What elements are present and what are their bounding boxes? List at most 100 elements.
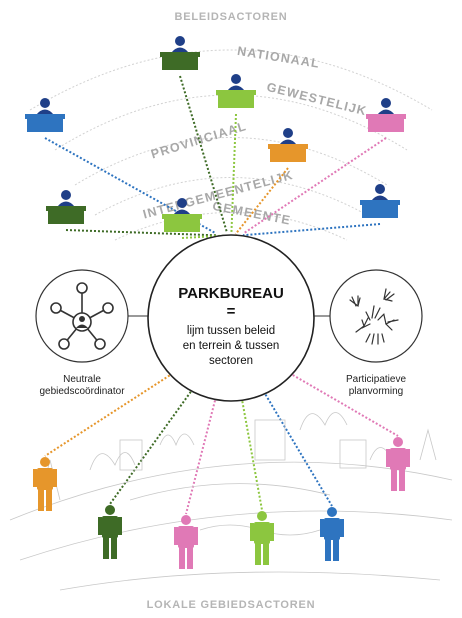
person-arm (386, 449, 390, 467)
actor-head (61, 190, 71, 200)
center-node: PARKBUREAU = lijm tussen beleid en terre… (147, 234, 315, 402)
desk-top (360, 200, 400, 205)
person-leg (255, 543, 261, 565)
person-arm (174, 527, 178, 545)
right-node-label-line2: planvorming (349, 386, 403, 397)
person-leg (179, 547, 185, 569)
person-leg (103, 537, 109, 559)
heading-policy-actors: BELEIDSACTOREN (174, 11, 287, 23)
person-leg (325, 539, 331, 561)
person-head (393, 437, 403, 447)
actor-body (371, 195, 389, 201)
person-leg (399, 469, 405, 491)
policy-actor (216, 74, 256, 108)
person-leg (38, 489, 44, 511)
actor-head (175, 36, 185, 46)
left-node: Neutrale gebiedscoördinator (35, 269, 148, 397)
arc-gewestelijk (54, 94, 408, 151)
desk-front (270, 149, 306, 162)
desk-top (162, 214, 202, 219)
left-node-label-line2: gebiedscoördinator (39, 386, 125, 397)
local-actor (174, 515, 198, 569)
right-node: Participatieve planvorming (314, 269, 423, 397)
desk-front (162, 57, 198, 70)
desk-top (268, 144, 308, 149)
park-sketch (9, 412, 453, 591)
policy-actor (268, 128, 308, 162)
person-torso (102, 516, 118, 538)
local-connection-line (292, 374, 399, 437)
actor-body (57, 201, 75, 207)
actor-head (381, 98, 391, 108)
heading-local-actors: LOKALE GEBIEDSACTOREN (147, 599, 316, 611)
person-leg (333, 539, 339, 561)
person-torso (390, 448, 406, 470)
local-connection-line (241, 401, 263, 511)
person-arm (98, 517, 102, 535)
person-leg (111, 537, 117, 559)
right-node-label-line1: Participatieve (346, 374, 406, 385)
desk-front (48, 211, 84, 224)
arc-provinciaal (74, 137, 388, 186)
local-actor (250, 511, 274, 565)
left-node-label-line1: Neutrale (63, 374, 101, 385)
person-head (40, 457, 50, 467)
arc-gemeente (114, 212, 348, 241)
person-arm (53, 469, 57, 487)
desk-front (218, 95, 254, 108)
desk-front (27, 119, 63, 132)
person-arm (320, 519, 324, 537)
actor-body (36, 109, 54, 115)
person-arm (250, 523, 254, 541)
local-actors (33, 437, 410, 569)
desk-front (362, 205, 398, 218)
person-torso (178, 526, 194, 548)
local-actor (320, 507, 344, 561)
label-nationaal: NATIONAAL (236, 44, 321, 71)
arc-nationaal (29, 49, 433, 111)
person-arm (33, 469, 37, 487)
person-leg (46, 489, 52, 511)
policy-actor (360, 184, 400, 218)
actor-body (227, 85, 245, 91)
local-connection-line (185, 400, 216, 515)
center-circle (147, 234, 315, 402)
person-head (327, 507, 337, 517)
person-arm (118, 517, 122, 535)
actor-body (173, 209, 191, 215)
person-torso (254, 522, 270, 544)
desk-top (216, 90, 256, 95)
desk-top (46, 206, 86, 211)
policy-connection-line (242, 137, 387, 235)
center-line-2: en terrein & tussen (183, 340, 280, 352)
policy-connection-line (65, 229, 218, 237)
policy-connection-line (242, 223, 381, 237)
policy-actor (25, 98, 65, 132)
center-line-3: sectoren (209, 355, 253, 367)
policy-actor (162, 198, 202, 232)
hands-icon (349, 288, 399, 345)
center-line-1: lijm tussen beleid (187, 325, 275, 337)
actor-body (279, 139, 297, 145)
local-actor (33, 457, 57, 511)
desk-top (25, 114, 65, 119)
desk-front (368, 119, 404, 132)
person-arm (406, 449, 410, 467)
center-equals: = (227, 303, 236, 320)
policy-actor (366, 98, 406, 132)
person-head (257, 511, 267, 521)
actor-head (177, 198, 187, 208)
actor-head (283, 128, 293, 138)
network-person-icon (50, 282, 114, 350)
policy-actors (25, 36, 406, 232)
actor-body (171, 47, 189, 53)
actor-head (231, 74, 241, 84)
person-leg (391, 469, 397, 491)
desk-top (366, 114, 406, 119)
person-leg (263, 543, 269, 565)
person-leg (187, 547, 193, 569)
policy-actor (160, 36, 200, 70)
policy-connection-line (44, 137, 217, 235)
